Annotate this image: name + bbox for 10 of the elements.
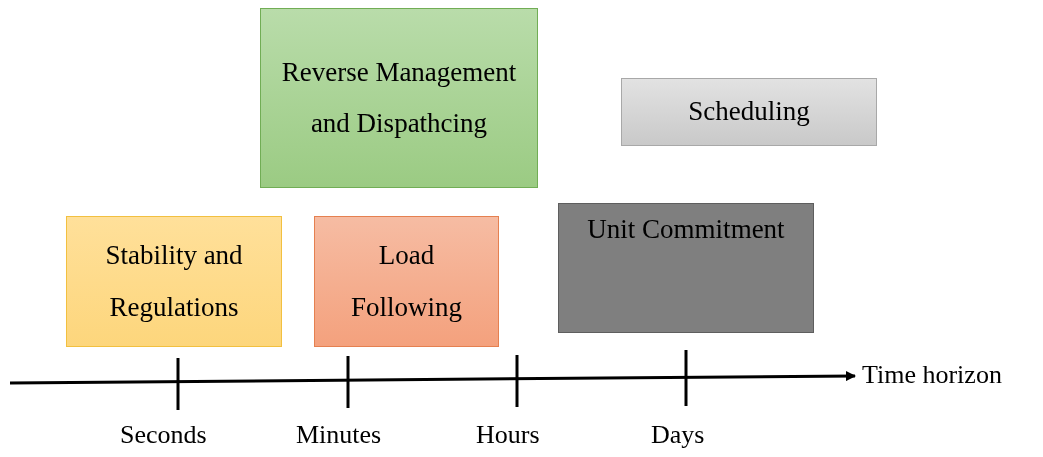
task-box: Unit Commitment bbox=[558, 203, 814, 333]
axis-label: Time horizon bbox=[862, 360, 1002, 390]
tick-label: Minutes bbox=[296, 420, 382, 450]
task-box: Reverse Management and Dispathcing bbox=[260, 8, 538, 188]
task-box: Scheduling bbox=[621, 78, 877, 146]
task-box: Stability and Regulations bbox=[66, 216, 282, 347]
tick-label: Seconds bbox=[120, 420, 207, 450]
tick-label: Days bbox=[651, 420, 705, 450]
tick-label: Hours bbox=[476, 420, 540, 450]
task-box: Load Following bbox=[314, 216, 499, 347]
